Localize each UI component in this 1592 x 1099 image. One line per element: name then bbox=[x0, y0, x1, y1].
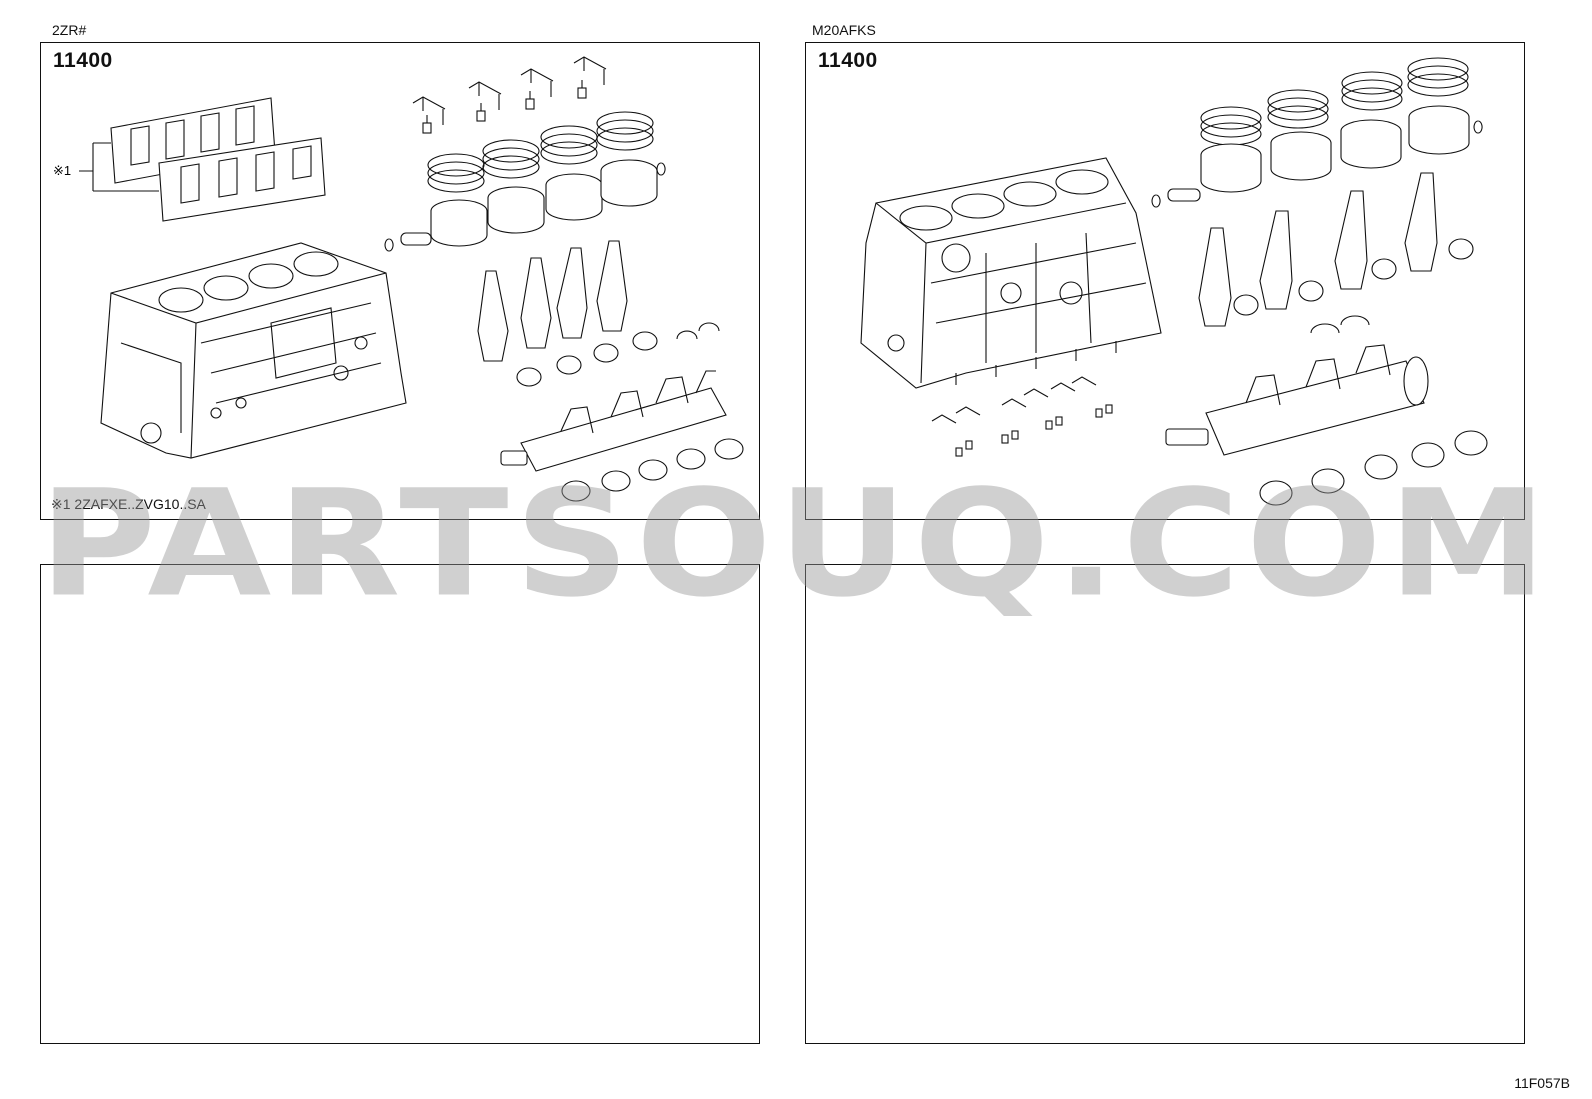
footnote-applicability: ※1 2ZAFXE..ZVG10..SA bbox=[51, 496, 206, 512]
bearing-shell-icon bbox=[1233, 238, 1488, 506]
crankshaft-icon bbox=[1165, 344, 1429, 456]
crankshaft-icon bbox=[500, 370, 727, 472]
connecting-rod-icon bbox=[1198, 172, 1438, 327]
connecting-rod-icon bbox=[477, 240, 628, 362]
panel-1-engine-code: 2ZR# bbox=[52, 22, 87, 38]
piston-icon bbox=[384, 159, 666, 252]
oil-jet-icon bbox=[412, 56, 607, 125]
cylinder-block-icon bbox=[100, 242, 407, 459]
bearing-shell-icon bbox=[516, 322, 744, 502]
cylinder-block-icon bbox=[860, 157, 1162, 389]
empty-diagram-panel-bottom-left bbox=[40, 564, 760, 1044]
diagram-panel-2zr: 11400 ※1 bbox=[40, 42, 760, 520]
sheet-code-label: 11F057B bbox=[1514, 1075, 1570, 1091]
piston-icon bbox=[1151, 105, 1483, 208]
part-number-label: 11400 bbox=[53, 49, 113, 72]
empty-diagram-panel-bottom-right bbox=[805, 564, 1525, 1044]
piston-ring-set-icon bbox=[427, 111, 654, 193]
callout-marker: ※1 bbox=[53, 163, 71, 178]
block-assembly-illustration bbox=[860, 57, 1488, 506]
gasket-icon bbox=[110, 97, 326, 222]
block-assembly-illustration: ※1 bbox=[53, 56, 744, 502]
diagram-panel-m20afks: 11400 bbox=[805, 42, 1525, 520]
bolt-icon bbox=[955, 404, 1113, 457]
bolt-icon bbox=[422, 80, 587, 134]
panel-2-engine-code: M20AFKS bbox=[812, 22, 876, 38]
part-number-label: 11400 bbox=[818, 49, 878, 72]
oil-jet-icon bbox=[931, 376, 1097, 424]
